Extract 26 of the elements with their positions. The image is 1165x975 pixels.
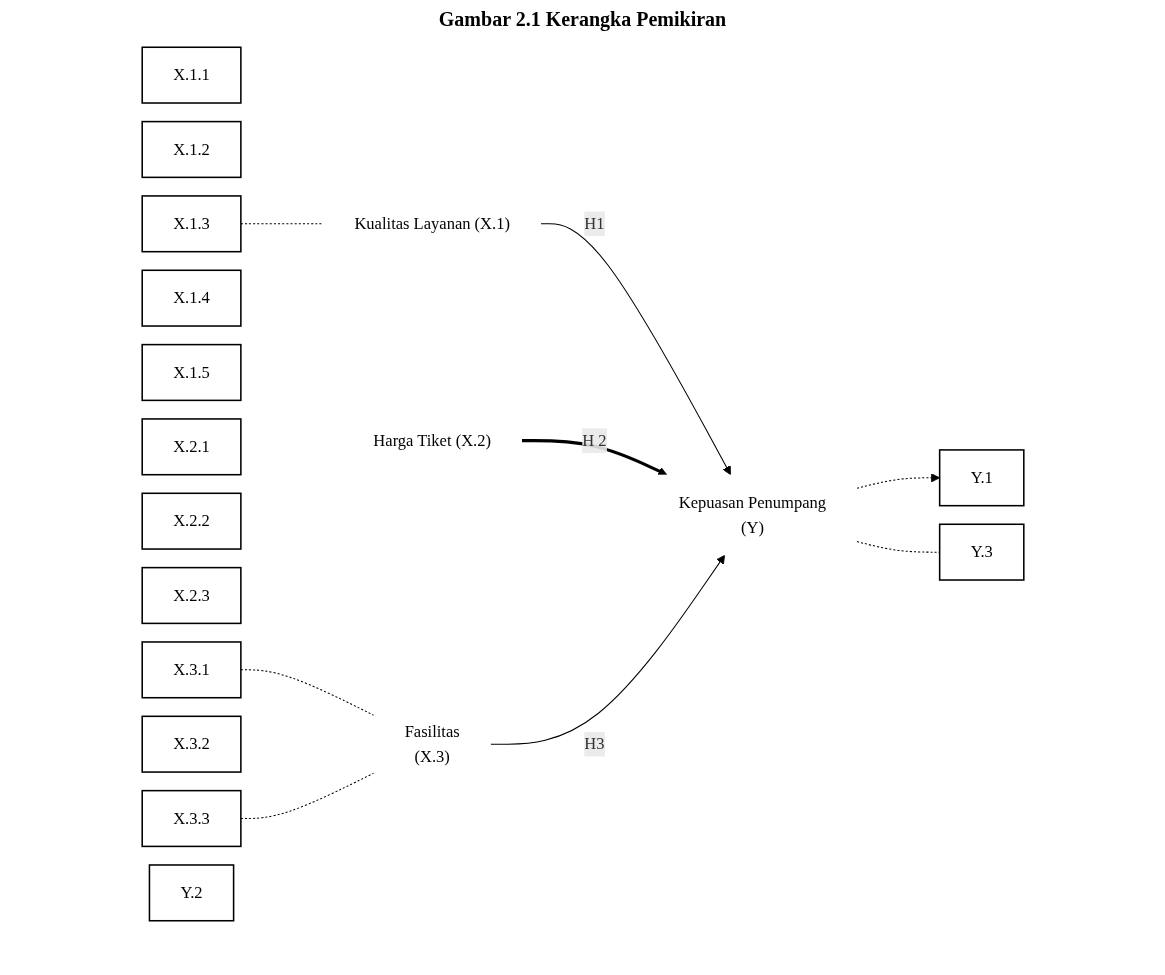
node-text: Harga Tiket (X.2)	[372, 431, 491, 449]
arrow	[856, 473, 940, 489]
node-box: X.3.1	[140, 641, 242, 699]
node-box: X.2.2	[140, 492, 242, 550]
node-box: X.1.5	[140, 343, 242, 402]
diagram-title: Gambar 2.1 Kerangka Pemikiran	[437, 8, 728, 31]
node-text: Kepuasan Penumpang (Y)	[678, 493, 826, 536]
node-box: X.1.3	[140, 195, 242, 253]
node-box: X.2.1	[140, 418, 242, 476]
edge-label: H1	[583, 214, 604, 233]
edge-label: H 2	[581, 431, 607, 449]
edge-label: H3	[583, 734, 604, 753]
connector	[856, 541, 940, 553]
node-box: Y.3	[938, 523, 1025, 581]
node-box: X.3.3	[140, 789, 242, 848]
node-box: X.1.2	[140, 120, 242, 179]
node-box: X.2.3	[140, 566, 242, 625]
node-box: X.3.2	[140, 715, 242, 773]
node-box: Y.1	[938, 449, 1025, 507]
node-box: X.1.1	[140, 46, 242, 104]
node-box: Y.2	[148, 864, 234, 922]
arrow	[539, 223, 731, 476]
node-box: X.1.4	[140, 269, 242, 327]
node-text: Fasilitas (X.3)	[404, 722, 460, 765]
node-text: Kualitas Layanan (X.1)	[353, 214, 510, 233]
arrow	[489, 554, 725, 745]
